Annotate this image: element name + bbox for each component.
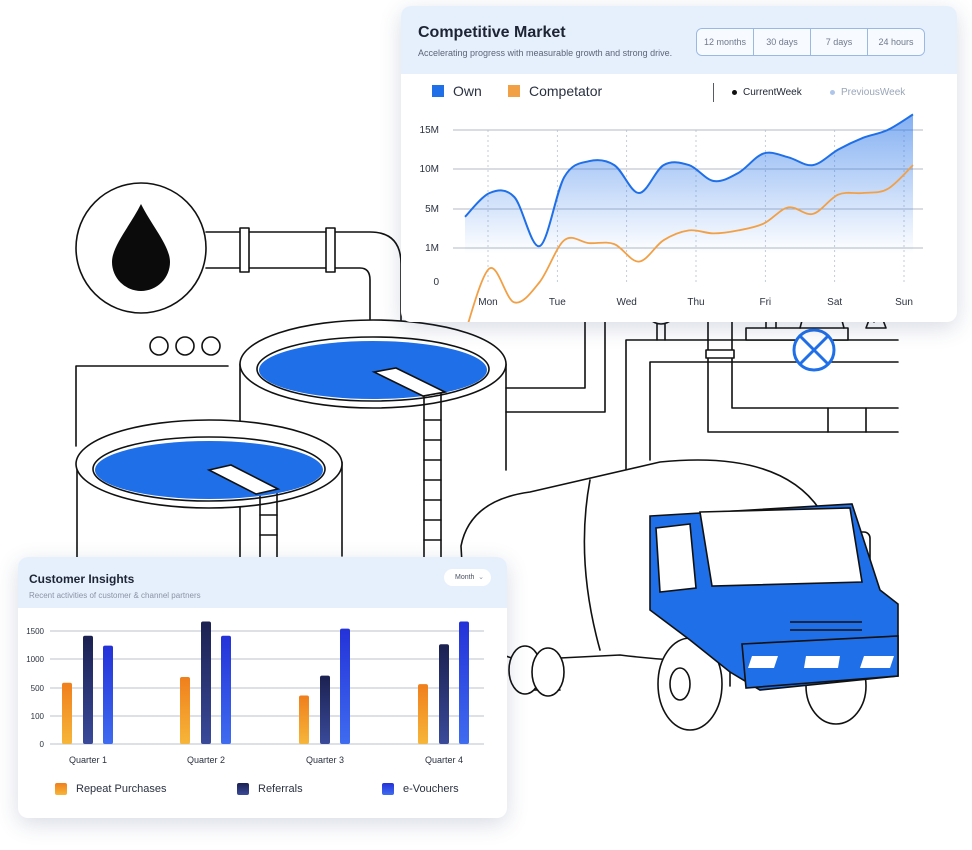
bar-repeat-purchases[interactable]	[62, 682, 72, 744]
market-x-tick: Thu	[687, 297, 704, 308]
market-y-tick: 5M	[425, 204, 439, 215]
bar-e-vouchers[interactable]	[459, 621, 469, 744]
current-week-dot	[732, 90, 737, 95]
insights-card-header: Customer Insights Recent activities of c…	[18, 557, 507, 608]
bar-e-vouchers[interactable]	[103, 645, 113, 744]
tab-12-months[interactable]: 12 months	[697, 29, 754, 55]
oil-drop-icon	[112, 204, 170, 291]
insights-x-tick: Quarter 2	[187, 755, 225, 765]
truck-cab	[649, 503, 899, 691]
bar-repeat-purchases[interactable]	[299, 695, 309, 744]
bar-repeat-purchases[interactable]	[180, 677, 190, 744]
insights-y-tick: 0	[40, 740, 45, 749]
tab-24-hours[interactable]: 24 hours	[868, 29, 924, 55]
legend-referrals[interactable]: Referrals	[237, 783, 303, 795]
market-y-tick: 0	[433, 277, 439, 288]
bar-repeat-purchases[interactable]	[418, 684, 428, 744]
storage-tank-small	[76, 461, 343, 561]
tab-30-days[interactable]: 30 days	[754, 29, 811, 55]
bar-e-vouchers[interactable]	[221, 635, 231, 744]
legend-own[interactable]: Own	[432, 83, 482, 99]
legend-divider	[713, 83, 714, 102]
legend-repeat-purchases[interactable]: Repeat Purchases	[55, 783, 167, 795]
market-x-tick: Sun	[895, 297, 913, 308]
tab-7-days[interactable]: 7 days	[811, 29, 868, 55]
legend-evouchers-swatch	[382, 783, 394, 795]
insights-subtitle: Recent activities of customer & channel …	[29, 591, 201, 600]
legend-repeat-swatch	[55, 783, 67, 795]
market-x-tick: Wed	[616, 297, 636, 308]
own-series-line	[464, 113, 914, 248]
insights-y-tick: 500	[31, 684, 45, 693]
market-y-tick: 10M	[420, 164, 439, 175]
market-x-tick: Mon	[478, 297, 497, 308]
insights-y-tick: 100	[31, 712, 45, 721]
legend-competitor-label: Competator	[529, 83, 603, 99]
valve-icon	[792, 328, 836, 372]
legend-evouchers-label: e-Vouchers	[403, 783, 459, 795]
bar-referrals[interactable]	[83, 635, 93, 744]
tank-liquid-large	[259, 341, 487, 399]
market-y-tick: 1M	[425, 243, 439, 254]
insights-x-tick: Quarter 1	[69, 755, 107, 765]
period-select[interactable]: Month ⌄	[444, 569, 491, 586]
previous-week-label: PreviousWeek	[841, 87, 906, 98]
insights-x-tick: Quarter 4	[425, 755, 463, 765]
legend-competitor[interactable]: Competator	[508, 83, 602, 99]
previous-week-toggle[interactable]: PreviousWeek	[830, 87, 905, 98]
market-y-tick: 15M	[420, 125, 439, 136]
bar-e-vouchers[interactable]	[340, 628, 350, 744]
chevron-down-icon: ⌄	[478, 574, 484, 581]
legend-referrals-swatch	[237, 783, 249, 795]
current-week-label: CurrentWeek	[743, 87, 802, 98]
insights-y-tick: 1500	[26, 627, 44, 636]
feed-pipe	[205, 231, 402, 401]
insights-title: Customer Insights	[29, 572, 135, 586]
current-week-toggle[interactable]: CurrentWeek	[732, 87, 802, 98]
previous-week-dot	[830, 90, 835, 95]
legend-e-vouchers[interactable]: e-Vouchers	[382, 783, 459, 795]
bar-referrals[interactable]	[201, 621, 211, 744]
customer-insights-card: Customer Insights Recent activities of c…	[18, 557, 507, 818]
insights-y-tick: 1000	[26, 655, 44, 664]
market-x-tick: Sat	[827, 297, 842, 308]
legend-own-swatch	[432, 85, 444, 97]
bar-referrals[interactable]	[320, 675, 330, 744]
legend-repeat-label: Repeat Purchases	[76, 783, 167, 795]
legend-own-label: Own	[453, 83, 482, 99]
bar-referrals[interactable]	[439, 644, 449, 744]
market-x-tick: Fri	[759, 297, 771, 308]
market-subtitle: Accelerating progress with measurable gr…	[418, 48, 673, 58]
competitive-market-card: Competitive Market Accelerating progress…	[401, 6, 957, 322]
period-select-value: Month	[455, 574, 475, 581]
competitor-series-line	[467, 164, 914, 322]
legend-referrals-label: Referrals	[258, 783, 303, 795]
market-card-header: Competitive Market Accelerating progress…	[401, 6, 957, 74]
insights-x-tick: Quarter 3	[306, 755, 344, 765]
market-area-chart: 15M 10M 5M 1M 0 Mon Tue Wed Thu Fri Sat Sun	[420, 113, 923, 322]
time-range-tabs: 12 months 30 days 7 days 24 hours	[696, 28, 925, 56]
own-series-area	[465, 114, 913, 255]
market-x-tick: Tue	[549, 297, 566, 308]
legend-competitor-swatch	[508, 85, 520, 97]
market-title: Competitive Market	[418, 24, 566, 41]
